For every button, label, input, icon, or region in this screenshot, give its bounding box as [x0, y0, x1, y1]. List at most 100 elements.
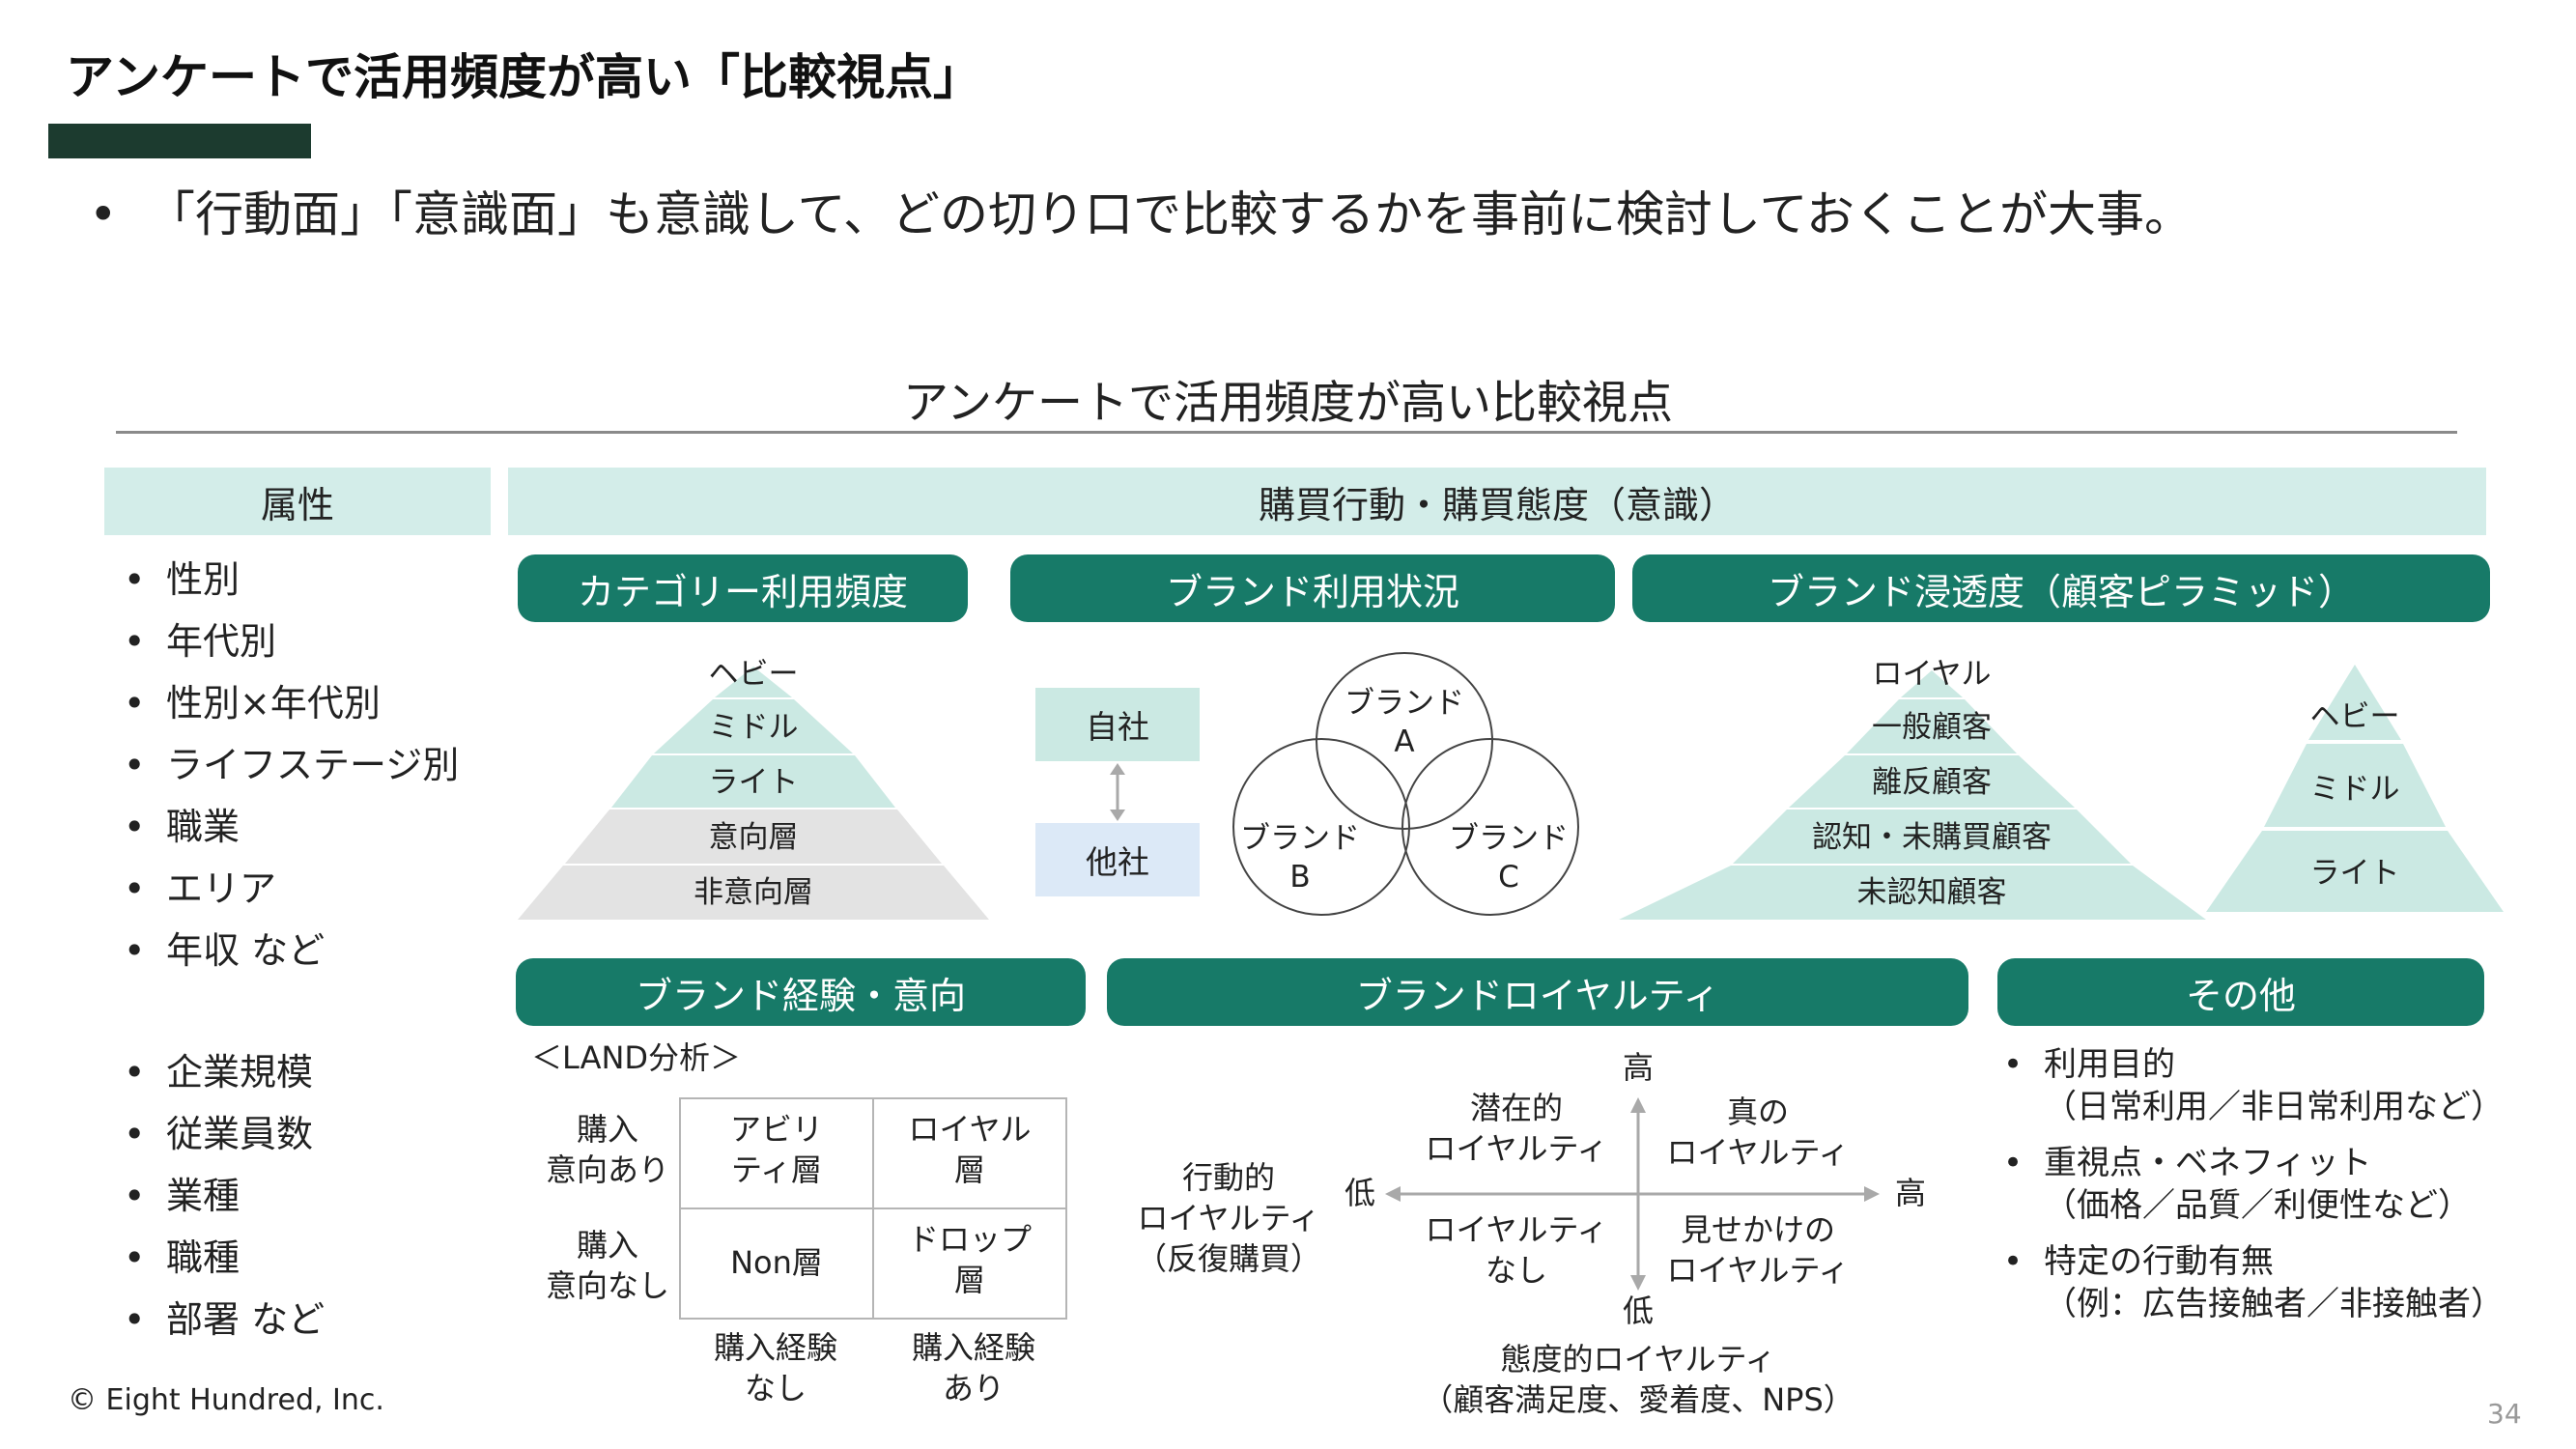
- list-item: 利用目的 （日常利用／非日常利用など）: [1996, 1043, 2504, 1128]
- label-line: 行動的: [1181, 1159, 1275, 1196]
- list-item: 従業員数: [116, 1103, 325, 1165]
- behavior-header-label: 購買行動・購買態度（意識）: [1258, 483, 1736, 526]
- attributes-header-label: 属性: [260, 483, 334, 526]
- cell-line: 層: [953, 1262, 985, 1298]
- self-company-label: 自社: [1086, 708, 1149, 746]
- category-usage-pill: カテゴリー利用頻度: [518, 554, 968, 622]
- pyramid-layer-general: [1847, 699, 2017, 753]
- land-col-label-purchased: 購入経験 あり: [872, 1327, 1075, 1408]
- diagram-divider: [116, 431, 2457, 434]
- pyramid-layer-middle: [654, 699, 853, 753]
- customer-pyramid: ロイヤル 一般顧客 離反顧客 認知・未購買顧客 未認知顧客: [1619, 657, 2206, 920]
- cell-line: アビリ: [729, 1111, 823, 1148]
- row-line: 意向なし: [545, 1267, 669, 1304]
- pyramid-label: 一般顧客: [1872, 710, 1992, 745]
- cell-line: ロイヤル: [908, 1111, 1032, 1148]
- slide-title: アンケートで活用頻度が高い「比較視点」: [66, 49, 981, 105]
- row-line: 購入: [576, 1227, 638, 1264]
- cell-line: ティ層: [730, 1151, 823, 1188]
- row-line: 購入: [576, 1111, 638, 1148]
- venn-circle-c: [1401, 738, 1579, 916]
- pyramid-label: ロイヤル: [1872, 657, 1991, 692]
- pyramid-layer-light: [611, 755, 895, 808]
- lead-bullet: •「行動面」「意識面」も意識して、どの切り口で比較するかを事前に検討しておくこと…: [89, 176, 2193, 245]
- quadrant-line: 見せかけの: [1680, 1211, 1835, 1248]
- venn-label: C: [1498, 860, 1519, 895]
- usage-pyramid-small: ヘビー ミドル ライト: [2206, 665, 2504, 912]
- loyalty-quadrant-latent: 潜在的 ロイヤルティ: [1401, 1088, 1632, 1169]
- land-col-label-no-purchase: 購入経験 なし: [679, 1327, 872, 1408]
- brand-loyalty-title: ブランドロイヤルティ: [1355, 974, 1720, 1017]
- item-line: （例：広告接触者／非接触者）: [2044, 1285, 2504, 1323]
- list-item: ライフステージ別: [116, 734, 459, 796]
- venn-circle-a: [1316, 652, 1493, 830]
- col-line: あり: [942, 1370, 1005, 1406]
- pyramid-label: 未認知顧客: [1857, 875, 2007, 910]
- others-pill: その他: [1997, 958, 2484, 1026]
- land-cell-ability: アビリ ティ層: [681, 1109, 872, 1190]
- land-row-label-no-intent: 購入 意向なし: [535, 1225, 680, 1306]
- quadrant-line: ロイヤルティ: [1425, 1211, 1608, 1248]
- label-line: （反復購買）: [1135, 1240, 1321, 1277]
- loyalty-axis-left: 低: [1344, 1175, 1375, 1211]
- loyalty-quadrant-true: 真の ロイヤルティ: [1642, 1092, 1874, 1173]
- pyramid-layer-middle: [2264, 744, 2446, 827]
- pyramid-layer-no-intent: [518, 866, 989, 920]
- brand-loyalty-pill: ブランドロイヤルティ: [1107, 958, 1968, 1026]
- col-line: 購入経験: [911, 1329, 1035, 1366]
- pyramid-label: 非意向層: [694, 875, 813, 910]
- venn-circle-b: [1232, 738, 1410, 916]
- venn-label: A: [1394, 724, 1414, 759]
- land-matrix: アビリ ティ層 ロイヤル 層 Non層 ドロップ 層: [679, 1097, 1067, 1320]
- loyalty-axes: [1385, 1097, 1880, 1291]
- brand-penetration-title: ブランド浸透度（顧客ピラミッド）: [1767, 570, 2355, 613]
- self-company-box: 自社: [1035, 688, 1200, 761]
- others-list: 利用目的 （日常利用／非日常利用など） 重視点・ベネフィット （価格／品質／利便…: [1996, 1043, 2504, 1339]
- category-usage-title: カテゴリー利用頻度: [577, 570, 908, 613]
- quadrant-line: ロイヤルティ: [1666, 1252, 1850, 1289]
- pyramid-label: ヘビー: [2310, 699, 2400, 734]
- land-cell-non: Non層: [681, 1242, 872, 1283]
- item-line: （価格／品質／利便性など）: [2044, 1186, 2471, 1225]
- item-line: 重視点・ベネフィット: [2044, 1144, 2372, 1182]
- quadrant-line: なし: [1485, 1252, 1547, 1289]
- pyramid-label: 意向層: [709, 820, 799, 855]
- loyalty-axis-bottom: 低: [1622, 1293, 1654, 1329]
- col-line: 購入経験: [713, 1329, 837, 1366]
- venn-label: ブランド: [1345, 686, 1464, 721]
- others-title: その他: [2185, 974, 2296, 1017]
- pyramid-layer-aware: [1733, 810, 2131, 864]
- pyramid-label: ヘビー: [709, 657, 799, 692]
- label-line: （顧客満足度、愛着度、NPS）: [1422, 1381, 1854, 1418]
- land-cell-drop: ドロップ 層: [874, 1219, 1065, 1300]
- pyramid-label: 離反顧客: [1872, 765, 1992, 800]
- loyalty-axis-top: 高: [1622, 1049, 1654, 1086]
- attributes-header: 属性: [104, 468, 491, 535]
- land-row-label-intent: 購入 意向あり: [535, 1109, 680, 1190]
- venn-label: B: [1289, 860, 1310, 895]
- pyramid-layer-loyal: [1901, 670, 1963, 697]
- list-item: 企業規模: [116, 1041, 325, 1103]
- brand-experience-pill: ブランド経験・意向: [516, 958, 1086, 1026]
- brand-penetration-pill: ブランド浸透度（顧客ピラミッド）: [1632, 554, 2490, 622]
- label-line: 態度的ロイヤルティ: [1500, 1341, 1776, 1378]
- other-company-label: 他社: [1086, 843, 1149, 881]
- attitudinal-loyalty-label: 態度的ロイヤルティ （顧客満足度、愛着度、NPS）: [1397, 1339, 1880, 1420]
- pyramid-layer-light: [2206, 831, 2504, 912]
- page-number: 34: [2487, 1398, 2522, 1430]
- land-cell-loyal: ロイヤル 層: [874, 1109, 1065, 1190]
- pyramid-layer-heavy: [715, 667, 792, 697]
- brand-usage-title: ブランド利用状況: [1165, 570, 1459, 613]
- list-item: 職種: [116, 1227, 325, 1289]
- pyramid-layer-intent: [565, 810, 942, 864]
- pyramid-label: ライト: [709, 765, 799, 800]
- row-line: 意向あり: [545, 1151, 669, 1188]
- comparison-arrow-icon: [1110, 763, 1125, 821]
- list-item: 業種: [116, 1165, 325, 1227]
- brand-experience-title: ブランド経験・意向: [635, 974, 966, 1017]
- label-line: ロイヤルティ: [1137, 1200, 1320, 1236]
- brand-venn-diagram: ブランド A ブランド B ブランド C: [1232, 652, 1579, 916]
- cell-line: 層: [953, 1151, 985, 1188]
- behavioral-loyalty-label: 行動的 ロイヤルティ （反復購買）: [1122, 1157, 1335, 1279]
- pyramid-label: 認知・未購買顧客: [1812, 820, 2052, 855]
